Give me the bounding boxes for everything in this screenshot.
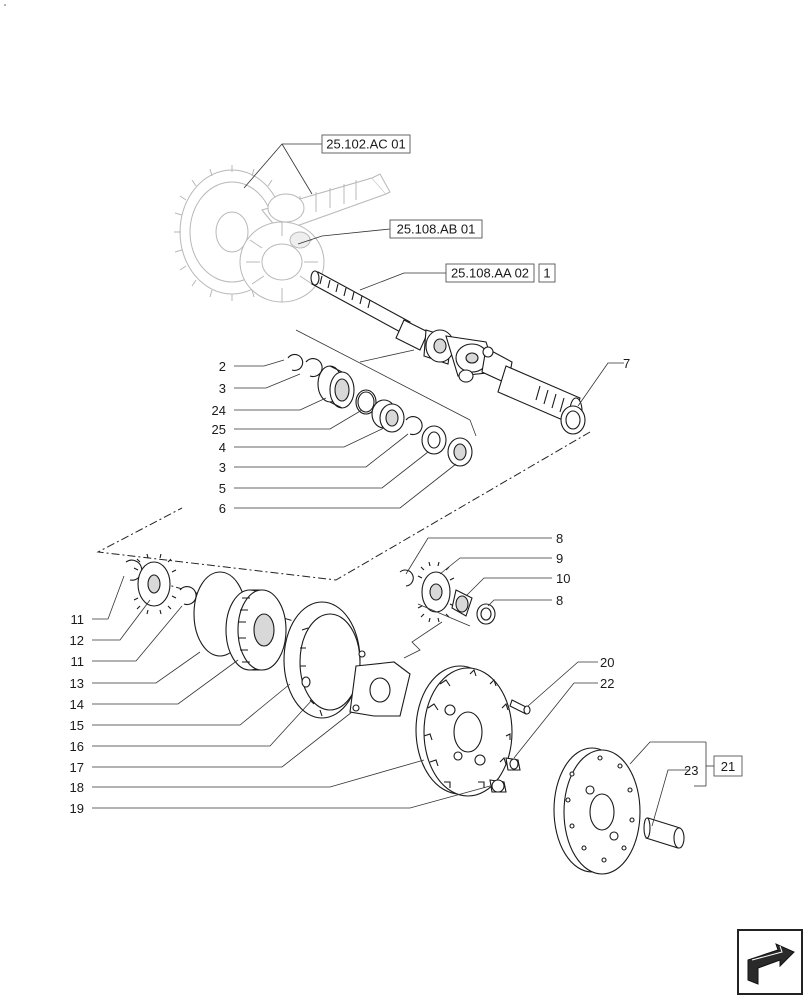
brake-housing — [415, 665, 513, 797]
callout-17: 17 — [70, 760, 84, 775]
axle-flange — [553, 747, 641, 875]
callout-18: 18 — [70, 780, 84, 795]
svg-text:25.102.AC 01: 25.102.AC 01 — [326, 137, 406, 152]
callout-2: 2 — [219, 359, 226, 374]
callout-3: 3 — [219, 381, 226, 396]
callout-16: 16 — [70, 739, 84, 754]
callout-22: 22 — [600, 676, 614, 691]
callout-24: 24 — [212, 403, 226, 418]
corner-mark — [4, 4, 6, 6]
planet-carrier-group — [225, 589, 411, 719]
planet-gear-group — [399, 561, 496, 659]
callout-7: 7 — [623, 356, 630, 371]
callout-23: 23 — [684, 763, 698, 778]
callout-25: 25 — [212, 422, 226, 437]
reference-box-part-21 — [713, 755, 743, 777]
svg-text:25.108.AB 01: 25.108.AB 01 — [397, 222, 476, 237]
callout-15: 15 — [70, 718, 84, 733]
callout-13: 13 — [70, 676, 84, 691]
callout-4: 4 — [219, 440, 226, 455]
callout-3-second: 3 — [219, 460, 226, 475]
reference-box-25-102-ac-01[interactable]: 25.102.AC 01 — [321, 134, 411, 154]
next-page-arrow-icon[interactable] — [737, 929, 803, 995]
axle-shaft — [310, 270, 429, 351]
reference-box-sheet-1[interactable]: 1 — [538, 263, 556, 283]
reference-box-25-108-ab-01[interactable]: 25.108.AB 01 — [389, 219, 483, 239]
callout-14: 14 — [70, 697, 84, 712]
svg-text:1: 1 — [543, 266, 550, 281]
callout-6: 6 — [219, 501, 226, 516]
reference-box-25-108-aa-02[interactable]: 25.108.AA 02 — [445, 263, 535, 283]
callout-9: 9 — [556, 551, 563, 566]
callout-20: 20 — [600, 655, 614, 670]
callout-21: 21 — [721, 759, 735, 774]
svg-text:25.108.AA 02: 25.108.AA 02 — [451, 266, 529, 281]
callout-8: 8 — [556, 531, 563, 546]
callout-leaders — [92, 359, 714, 827]
callout-19: 19 — [70, 801, 84, 816]
callout-5: 5 — [219, 481, 226, 496]
upper-bearing-group — [287, 329, 477, 467]
part-19-pin — [489, 779, 507, 793]
callout-8-second: 8 — [556, 593, 563, 608]
part-7-seal-ring — [560, 405, 586, 435]
callout-11: 11 — [71, 612, 85, 627]
callout-11-second: 11 — [71, 654, 85, 669]
universal-joint — [423, 329, 513, 385]
part-22-plug — [505, 757, 521, 771]
callout-10: 10 — [556, 571, 570, 586]
callout-labels: 2 3 24 25 4 3 5 6 7 8 9 10 8 11 12 11 13… — [70, 356, 736, 816]
part-20-bolt — [509, 699, 531, 715]
callout-12: 12 — [70, 633, 84, 648]
ghost-diff-housing — [239, 221, 325, 303]
assembly-centerline — [96, 431, 591, 641]
part-23-stud — [643, 817, 685, 849]
reference-leaders — [243, 143, 446, 291]
